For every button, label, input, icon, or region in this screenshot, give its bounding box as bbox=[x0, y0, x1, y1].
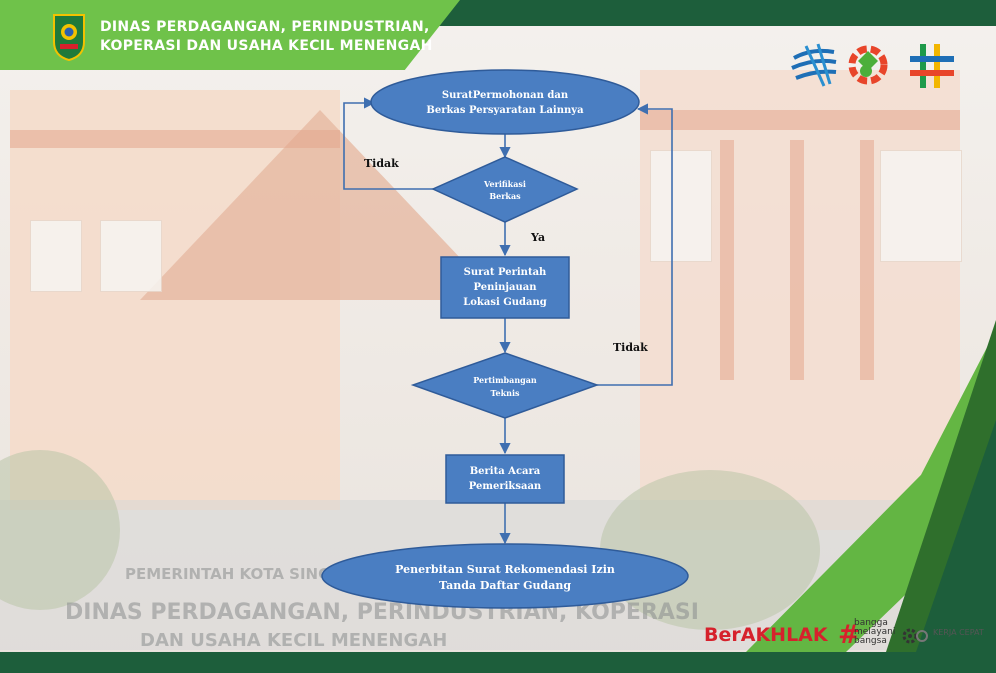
node-minutes-line2: Pemeriksaan bbox=[469, 481, 542, 492]
decision-technical-review: Pertimbangan Teknis bbox=[410, 352, 600, 419]
background-stripe bbox=[790, 140, 804, 380]
emblem-icon bbox=[53, 14, 85, 62]
org-title-line1: DINAS PERDAGANGAN, PERINDUSTRIAN, bbox=[100, 19, 430, 35]
organization-title: DINAS PERDAGANGAN, PERINDUSTRIAN, KOPERA… bbox=[100, 18, 450, 56]
bangga-line2: melayani bbox=[854, 627, 896, 637]
org-title-line2: KOPERASI DAN USAHA KECIL MENENGAH bbox=[100, 38, 433, 54]
node-issue-line2: Tanda Daftar Gudang bbox=[439, 579, 571, 592]
node-minutes-line1: Berita Acara bbox=[470, 466, 541, 477]
bangga-line3: bangsa bbox=[854, 636, 887, 646]
logo-cluster-icon bbox=[791, 43, 954, 88]
footer-band bbox=[0, 652, 996, 673]
berakhlak-logo: BerAKHLAK bbox=[704, 624, 828, 646]
kerja-text: KERJA CEPAT bbox=[933, 628, 984, 637]
bangga-hash-icon: # bbox=[838, 620, 860, 650]
bangga-text: bangga melayani bangsa bbox=[854, 619, 895, 646]
node-survey-line1: Surat Perintah bbox=[464, 267, 547, 278]
node-inspection-minutes: Berita Acara Pemeriksaan bbox=[445, 454, 565, 504]
node-application-line1: SuratPermohonan dan bbox=[442, 90, 569, 101]
bangga-melayani-logo: # bangga melayani bangsa bbox=[838, 618, 895, 651]
node-issue-line1: Penerbitan Surat Rekomendasi Izin bbox=[395, 563, 615, 576]
gear-logo-icon bbox=[848, 45, 888, 85]
decision-technical-line1: Pertimbangan bbox=[473, 375, 537, 385]
background-tree bbox=[600, 470, 820, 630]
label-no-technical: Tidak bbox=[613, 341, 648, 354]
node-application-letter: SuratPermohonan dan Berkas Persyaratan L… bbox=[370, 69, 640, 135]
background-stripe bbox=[860, 140, 874, 380]
decision-verify-line1: Verifikasi bbox=[483, 179, 526, 189]
arrow-consider-no bbox=[597, 103, 673, 386]
kerja-gear-icon bbox=[902, 628, 928, 644]
label-yes-verify: Ya bbox=[530, 231, 545, 244]
label-no-verify: Tidak bbox=[364, 157, 399, 170]
decision-verify-line2: Berkas bbox=[489, 191, 521, 201]
background-sign-line3: DAN USAHA KECIL MENENGAH bbox=[140, 630, 448, 651]
node-survey-line3: Lokasi Gudang bbox=[463, 297, 547, 308]
hash-logo-icon bbox=[910, 44, 954, 88]
background-window bbox=[100, 220, 162, 292]
node-issue-recommendation: Penerbitan Surat Rekomendasi Izin Tanda … bbox=[321, 543, 689, 609]
arrow-verify-no bbox=[343, 97, 438, 190]
background-window bbox=[30, 220, 82, 292]
kerja-cepat-logo: KERJA CEPAT bbox=[900, 626, 996, 646]
bangga-line1: bangga bbox=[854, 618, 888, 628]
decision-verify-documents: Verifikasi Berkas bbox=[431, 156, 579, 223]
wave-logo-icon bbox=[791, 43, 837, 87]
background-stripe bbox=[10, 130, 340, 148]
background-window bbox=[650, 150, 712, 262]
node-survey-order: Surat Perintah Peninjauan Lokasi Gudang bbox=[440, 256, 570, 319]
background-window bbox=[880, 150, 962, 262]
node-survey-line2: Peninjauan bbox=[473, 282, 537, 293]
background-stripe bbox=[640, 110, 960, 130]
background-stripe bbox=[720, 140, 734, 380]
node-application-line2: Berkas Persyaratan Lainnya bbox=[426, 105, 584, 116]
decision-technical-line2: Teknis bbox=[490, 388, 520, 398]
